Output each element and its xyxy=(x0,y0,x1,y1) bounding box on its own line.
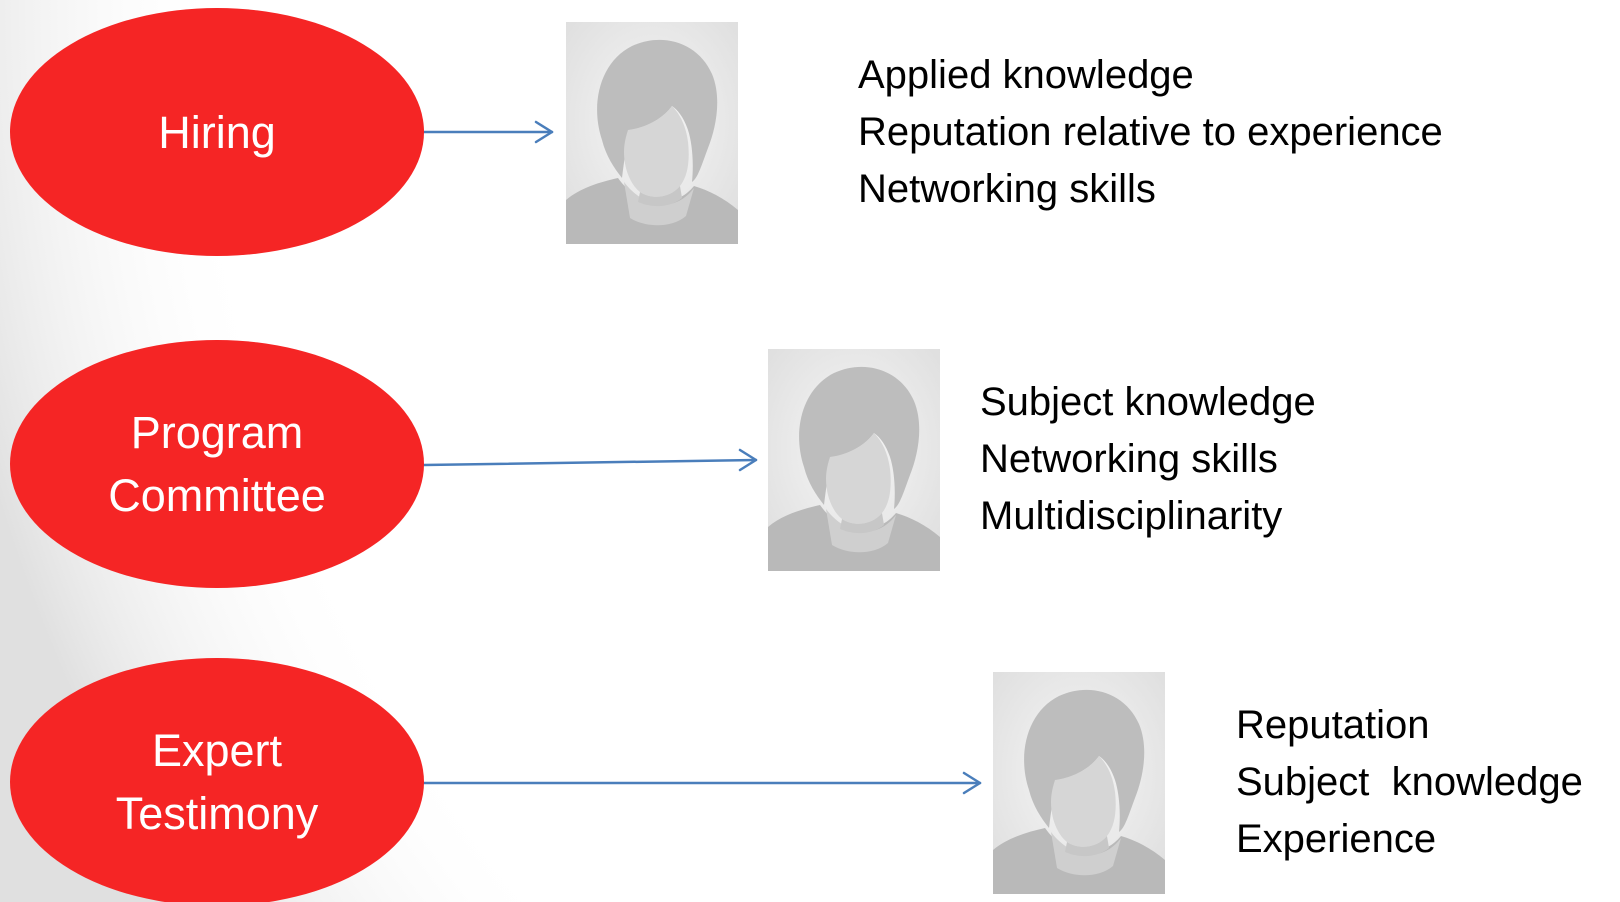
criterion-item: Networking skills xyxy=(858,167,1156,211)
arrowhead-program-committee xyxy=(738,448,758,472)
criterion-item: Applied knowledge xyxy=(858,53,1194,97)
portrait-hiring xyxy=(566,22,738,244)
criterion-item: Multidisciplinarity xyxy=(980,494,1283,538)
portrait-program-committee xyxy=(768,349,940,571)
person-silhouette-icon xyxy=(566,22,738,244)
arrowhead-hiring xyxy=(534,120,554,144)
arrowhead-expert-testimony xyxy=(962,771,982,795)
category-label-line: Program xyxy=(130,407,304,458)
person-silhouette-icon xyxy=(993,672,1165,894)
criterion-item: Networking skills xyxy=(980,437,1278,481)
arrow-program-committee xyxy=(422,458,758,467)
category-oval-expert-testimony: Expert Testimony xyxy=(10,658,424,902)
person-silhouette-icon xyxy=(768,349,940,571)
criterion-item: Subject knowledge xyxy=(980,380,1316,424)
criteria-list-hiring: Applied knowledge Reputation relative to… xyxy=(858,47,1443,218)
category-oval-hiring: Hiring xyxy=(10,8,424,256)
criterion-item: Subject knowledge xyxy=(1236,760,1583,804)
criteria-list-program-committee: Subject knowledge Networking skills Mult… xyxy=(980,374,1316,545)
category-label-line: Testimony xyxy=(115,788,319,839)
criterion-item: Experience xyxy=(1236,817,1437,861)
category-oval-program-committee: Program Committee xyxy=(10,340,424,588)
portrait-expert-testimony xyxy=(993,672,1165,894)
criteria-list-expert-testimony: Reputation Subject knowledge Experience xyxy=(1236,697,1583,868)
criterion-item: Reputation xyxy=(1236,703,1430,747)
criterion-item: Reputation relative to experience xyxy=(858,110,1443,154)
category-label-line: Hiring xyxy=(158,106,276,158)
category-label-line: Committee xyxy=(108,470,326,521)
category-label-line: Expert xyxy=(151,725,283,776)
